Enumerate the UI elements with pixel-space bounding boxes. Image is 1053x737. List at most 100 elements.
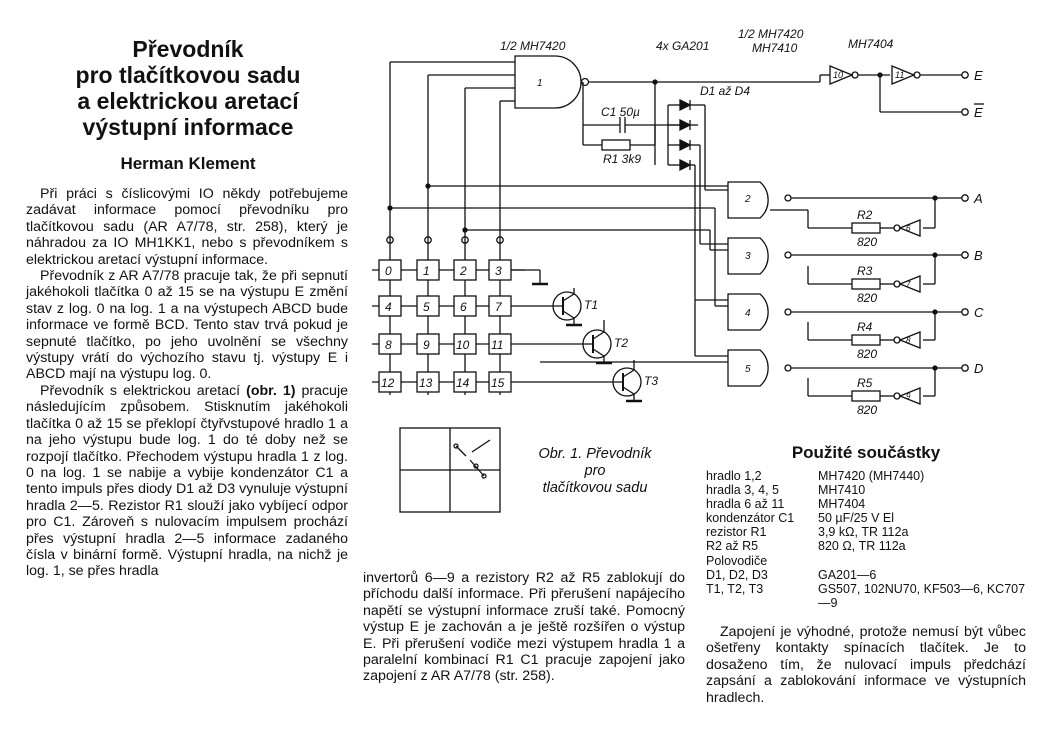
transistor-t3: T3 [525, 367, 658, 403]
output-label-a: A [973, 191, 983, 206]
label-r1: R1 3k9 [603, 152, 641, 166]
diode-d4 [679, 158, 692, 172]
label-mh7410: MH7410 [752, 41, 798, 55]
key-label: 12 [381, 376, 395, 390]
key-label: 15 [491, 376, 505, 390]
paragraph: invertorů 6—9 a rezistory R2 až R5 zablo… [363, 570, 685, 685]
paragraph: Převodník z AR A7/78 pracuje tak, že při… [26, 268, 348, 383]
key-6[interactable] [453, 295, 477, 317]
key-12[interactable] [378, 371, 402, 393]
part-key: rezistor R1 [706, 525, 767, 540]
title-line: a elektrickou aretací [77, 88, 299, 114]
resistor-r1 [601, 139, 631, 151]
text-span: Převodník s elektrickou aretací [40, 382, 247, 399]
transistor-label: T2 [614, 336, 628, 350]
part-key: hradla 6 až 11 [706, 497, 785, 512]
output-label-d: D [974, 361, 983, 376]
inverter-10: 10 [829, 65, 859, 85]
label-mh7420-1: 1/2 MH7420 [500, 39, 566, 53]
key-5[interactable] [416, 295, 440, 317]
title-line: Převodník [132, 36, 244, 62]
feedback-branch-b: 7 R3 820 [807, 252, 938, 305]
title-line: pro tlačítkovou sadu [75, 62, 301, 88]
part-value: GA201—6 [818, 567, 877, 582]
diode-d1 [679, 98, 692, 112]
part-value: 50 µF/25 V El [818, 511, 894, 526]
key-detail-inset [399, 427, 501, 513]
output-terminal-e [961, 71, 969, 79]
part-value: GS507, 102NU70, KF503—6, KC707—9 [818, 581, 1026, 610]
label-ga201: 4x GA201 [656, 39, 709, 53]
gate-label: 3 [745, 251, 751, 262]
key-11[interactable] [488, 333, 512, 355]
key-label: 9 [423, 338, 430, 352]
inverter-11: 11 [891, 65, 921, 85]
part-value: 3,9 kΩ, TR 112a [818, 525, 909, 540]
key-10[interactable] [453, 333, 477, 355]
key-1[interactable] [416, 259, 440, 281]
key-label: 2 [459, 264, 467, 278]
resistor-value: 820 [857, 235, 877, 249]
resistor-label: R4 [857, 320, 873, 334]
output-label-b: B [974, 248, 983, 263]
parts-row: hradla 6 až 11 MH7404 [706, 497, 1026, 511]
paragraph: Převodník s elektrickou aretací (obr. 1)… [26, 383, 348, 580]
author: Herman Klement [120, 154, 256, 173]
resistor-value: 820 [857, 403, 877, 417]
inverter-label: 9 [906, 392, 911, 401]
key-7[interactable] [488, 295, 512, 317]
key-label: 10 [456, 338, 470, 352]
caption-line: tlačítkovou sadu [542, 480, 648, 496]
resistor-label: R5 [857, 376, 873, 390]
key-0[interactable] [378, 259, 402, 281]
gate-label: 4 [745, 308, 751, 319]
transistor-label: T3 [644, 374, 658, 388]
key-label: 3 [495, 264, 502, 278]
key-4[interactable] [378, 295, 402, 317]
output-terminal-c [961, 308, 969, 316]
diode-d2 [679, 118, 692, 132]
key-label: 14 [456, 376, 470, 390]
article-title: Převodník pro tlačítkovou sadu a elektri… [28, 36, 348, 140]
part-key: hradlo 1,2 [706, 469, 762, 483]
paragraph: Při práci s číslicovými IO někdy potřebu… [26, 186, 348, 268]
key-2[interactable] [453, 259, 477, 281]
key-9[interactable] [416, 333, 440, 355]
part-key: D1, D2, D3 [706, 567, 768, 582]
output-label-e-bar: E [974, 105, 983, 120]
feedback-branch-a: 6 R2 820 [770, 195, 938, 249]
transistor-t1: T1 [525, 291, 598, 327]
key-14[interactable] [453, 371, 477, 393]
resistor-value: 820 [857, 347, 877, 361]
inverter-label: 11 [895, 70, 904, 80]
gate-label: 1 [537, 78, 543, 89]
label-diodes: D1 až D4 [700, 84, 750, 98]
key-label: 8 [385, 338, 392, 352]
key-8[interactable] [378, 333, 402, 355]
output-terminal-d [961, 364, 969, 372]
inverter-label: 6 [906, 224, 911, 233]
key-label: 5 [423, 300, 430, 314]
key-label: 13 [419, 376, 433, 390]
key-label: 4 [385, 300, 392, 314]
parts-row: kondenzátor C1 50 µF/25 V El [706, 511, 1026, 525]
output-terminal-a [961, 194, 969, 202]
part-key: kondenzátor C1 [706, 511, 795, 526]
label-mh7420-2: 1/2 MH7420 [738, 27, 804, 41]
part-value: MH7404 [818, 497, 866, 512]
title-line: výstupní informace [82, 114, 294, 140]
key-13[interactable] [416, 371, 440, 393]
label-mh7404: MH7404 [848, 37, 894, 51]
gate-4: 4 [727, 293, 792, 331]
gate-2: 2 [727, 181, 792, 219]
key-label: 1 [423, 264, 430, 278]
key-label: 6 [460, 300, 467, 314]
key-label: 0 [385, 264, 392, 278]
parts-row: rezistor R1 3,9 kΩ, TR 112a [706, 525, 1026, 539]
key-15[interactable] [488, 371, 512, 393]
part-key: Polovodiče [706, 553, 768, 568]
